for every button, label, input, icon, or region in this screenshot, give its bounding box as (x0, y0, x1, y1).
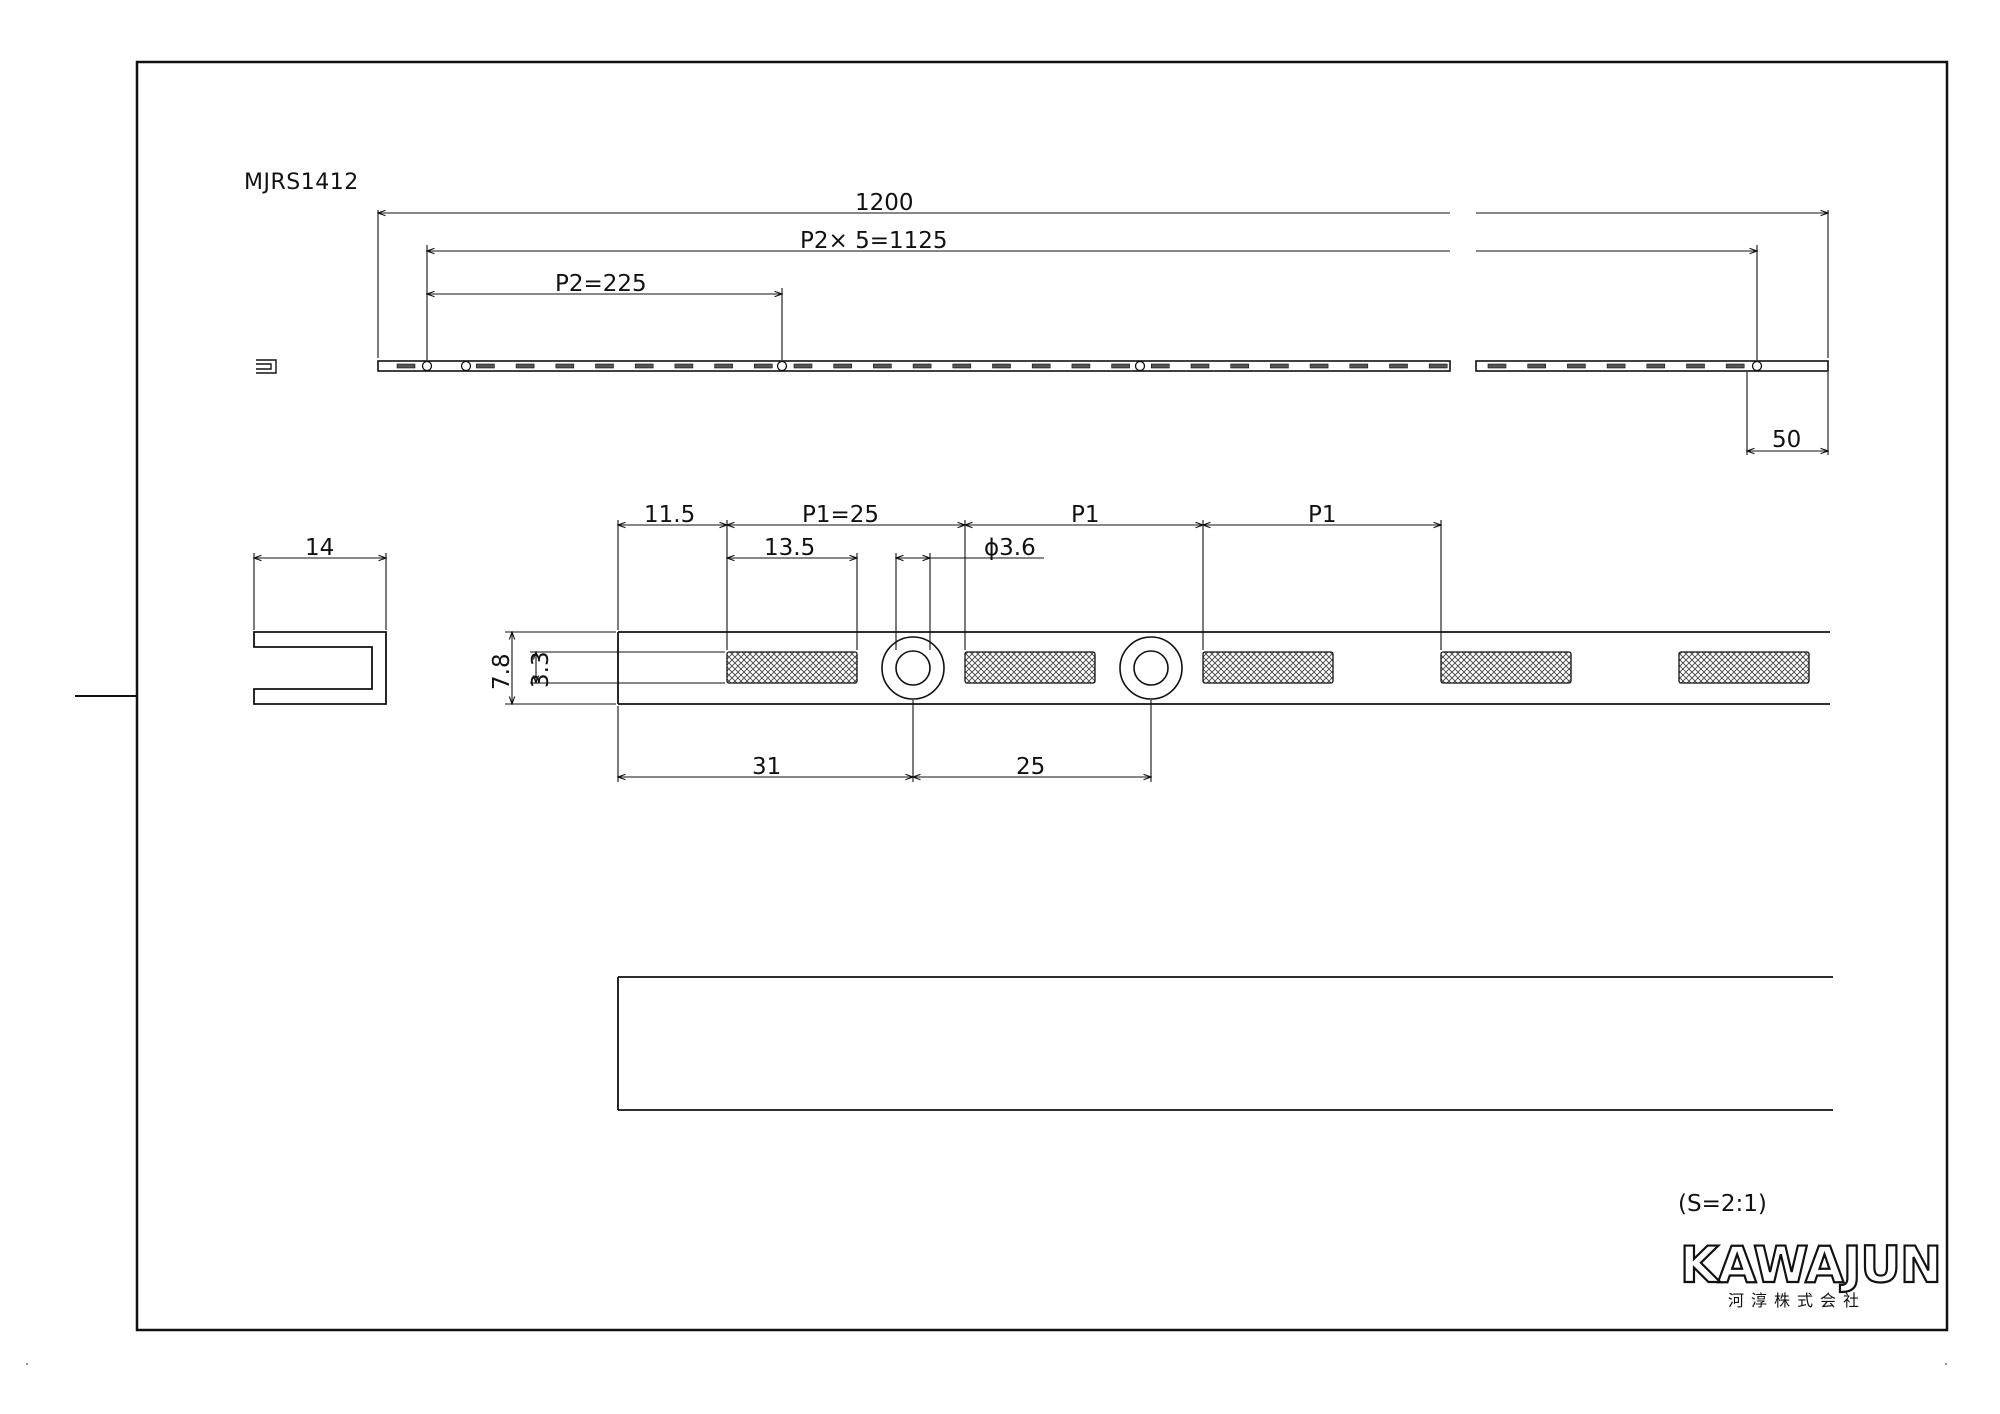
dim-p2x5-label: P2× 5=1125 (800, 228, 948, 254)
dim-phi-3-6-label: ϕ3.6 (984, 535, 1036, 561)
dimension-width (254, 553, 386, 630)
dim-50-label: 50 (1772, 427, 1801, 453)
dim-11-5-label: 11.5 (644, 502, 695, 528)
rail-slot (1606, 363, 1626, 369)
rail-overall-view (256, 359, 1829, 374)
dim-p1-25-label: P1=25 (802, 502, 879, 528)
rail-slot (674, 363, 694, 369)
rail-slot (952, 363, 972, 369)
dim-p1-a-label: P1 (1071, 502, 1100, 528)
scale-note: (S=2:1) (1678, 1191, 1767, 1217)
rail-slot (1567, 363, 1586, 369)
rail-slot (1309, 363, 1329, 369)
dimension-overall-length (378, 210, 1828, 358)
detail-holes (881, 636, 1183, 700)
rail-holes (421, 360, 1763, 372)
rail-slot (912, 363, 932, 369)
section-profile (253, 631, 387, 705)
rail-slot (1071, 363, 1091, 369)
corner-mark-left (26, 1363, 28, 1365)
dimension-pitch-p2 (427, 288, 782, 360)
dim-3-3-label: 3.3 (528, 651, 554, 688)
dim-p1-b-label: P1 (1308, 502, 1337, 528)
detail-rail-view (617, 631, 1830, 705)
rail-slot (1031, 363, 1051, 369)
detail-vertical-dimensions (505, 632, 725, 704)
dim-14-label: 14 (305, 535, 334, 561)
dimension-end-offset (1747, 372, 1828, 455)
rail-slot (634, 363, 654, 369)
dim-p2-label: P2=225 (555, 271, 647, 297)
company-name: 河淳株式会社 (1728, 1291, 1866, 1310)
dimension-pitch-total (427, 245, 1757, 360)
drawing-frame (135, 60, 1949, 1332)
rail-slot (1349, 363, 1369, 369)
rail-slot (1725, 363, 1745, 369)
rail-slot (992, 363, 1011, 369)
dim-25-label: 25 (1016, 754, 1045, 780)
rail-slot (753, 363, 773, 369)
rail-slot (1190, 363, 1210, 369)
detail-slots (726, 651, 1810, 684)
rail-slot (1487, 363, 1507, 369)
rail-slot (714, 363, 733, 369)
rail-slot (1230, 363, 1249, 369)
detail-bottom-dimensions (618, 700, 1151, 782)
rail-slot (1111, 363, 1130, 369)
part-number: MJRS1412 (244, 170, 359, 195)
detail-top-dimensions (618, 520, 1441, 650)
dim-13-5-label: 13.5 (764, 535, 815, 561)
dim-7-8-label: 7.8 (489, 653, 515, 690)
rail-slot (793, 363, 813, 369)
rail-slot (833, 363, 853, 369)
dim-1200-label: 1200 (855, 190, 914, 216)
rail-slot (1527, 363, 1546, 369)
rail-slot (476, 363, 495, 369)
rail-front-view (617, 976, 1833, 1111)
rail-slot (595, 363, 614, 369)
rail-slot (555, 363, 575, 369)
rail-slot (1270, 363, 1289, 369)
rail-slot (1389, 363, 1408, 369)
rail-slot (396, 363, 416, 369)
rail-slot (1428, 363, 1448, 369)
rail-slots (396, 363, 1745, 369)
corner-mark-right (1945, 1363, 1947, 1365)
rail-slot (1686, 363, 1705, 369)
dim-31-label: 31 (752, 754, 781, 780)
rail-slot (873, 363, 892, 369)
rail-slot (515, 363, 535, 369)
kawajun-logo: KAWAJUN (1680, 1236, 1941, 1294)
rail-slot (1151, 363, 1170, 369)
rail-slot (1646, 363, 1666, 369)
